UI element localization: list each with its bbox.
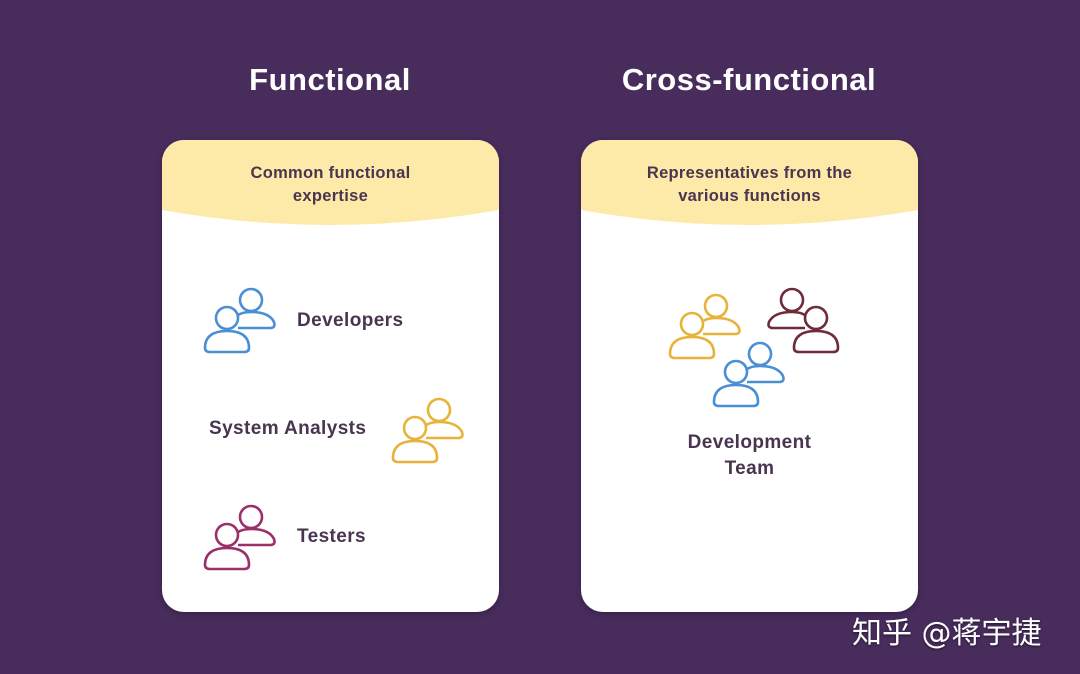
header-text: Common functional expertise <box>162 162 499 208</box>
system-analysts-label: System Analysts <box>209 418 367 439</box>
team-line: Development <box>687 432 812 453</box>
header-line: various functions <box>678 187 821 205</box>
watermark: 知乎 @蒋宇捷 <box>852 616 1042 651</box>
cross-functional-title: Cross-functional <box>621 62 877 97</box>
functional-card: Common functional expertise Developers S… <box>162 140 499 612</box>
header-line: Common functional <box>250 164 411 182</box>
header-text: Representatives from the various functio… <box>581 162 918 208</box>
header-line: Representatives from the <box>646 164 853 182</box>
developers-people-icon <box>203 287 276 354</box>
development-team-label: Development Team <box>581 430 918 482</box>
card-header: Representatives from the various functio… <box>581 140 918 240</box>
functional-title: Functional <box>249 62 411 97</box>
testers-label: Testers <box>297 526 366 547</box>
header-band <box>162 140 499 225</box>
team-line: Team <box>724 458 775 479</box>
header-band <box>581 140 918 225</box>
cross-functional-card: Representatives from the various functio… <box>581 140 918 612</box>
system-analysts-people-icon <box>391 397 464 464</box>
analysts-people-icon <box>668 293 741 360</box>
card-header: Common functional expertise <box>162 140 499 240</box>
testers-people-icon <box>203 504 276 571</box>
testers-people-icon <box>767 287 840 354</box>
developers-people-icon <box>712 341 785 408</box>
header-line: expertise <box>292 187 369 205</box>
developers-label: Developers <box>297 310 404 331</box>
